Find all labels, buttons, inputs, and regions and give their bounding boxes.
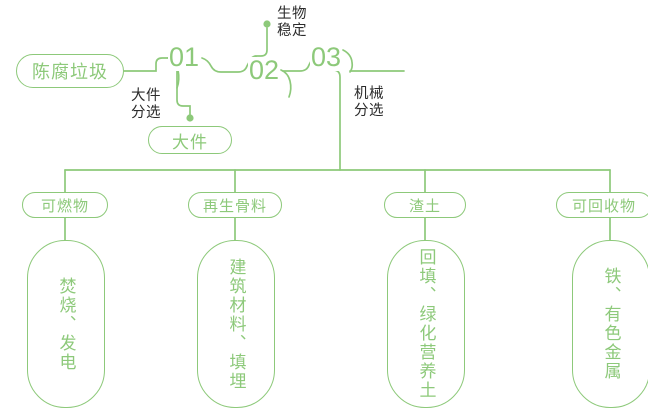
outcome-box-4[interactable]: 铁、有色金属: [572, 240, 648, 408]
outcome-box-1-text: 焚烧、发电: [56, 276, 76, 372]
input-node[interactable]: 陈腐垃圾: [16, 54, 124, 88]
outcome-box-1[interactable]: 焚烧、发电: [27, 240, 105, 408]
wire-input-to-01: [123, 57, 169, 72]
stage-number-03[interactable]: 03: [310, 42, 343, 72]
stage-number-01[interactable]: 01: [168, 42, 201, 72]
outcome-box-3[interactable]: 回填、绿化营养土: [387, 240, 465, 408]
outcome-box-2[interactable]: 建筑材料、填埋: [197, 240, 275, 408]
dot-bulky-branch: [186, 114, 194, 122]
side-output-label: 大件: [172, 132, 208, 152]
wire-03-to-bus: [310, 61, 341, 171]
outcome-box-3-text: 回填、绿化营养土: [416, 248, 436, 400]
dot-bio-branch: [263, 20, 271, 28]
category-pill-1[interactable]: 可燃物: [22, 192, 108, 218]
wire-01-to-bulky: [176, 59, 191, 116]
input-node-label: 陈腐垃圾: [32, 62, 108, 82]
note-stage-02: 生物 稳定: [277, 6, 307, 39]
stage-number-02[interactable]: 02: [248, 55, 281, 85]
stage-number-03-text: 03: [311, 42, 342, 72]
category-pill-2-label: 再生骨料: [202, 197, 267, 215]
note-stage-03: 机械 分选: [354, 86, 384, 119]
category-pill-3-label: 渣土: [408, 197, 441, 215]
arc-03-right: [342, 49, 354, 73]
category-pill-4-label: 可回收物: [571, 197, 636, 215]
outcome-box-2-text: 建筑材料、填埋: [226, 257, 246, 391]
category-pill-2[interactable]: 再生骨料: [188, 192, 282, 218]
category-pill-4[interactable]: 可回收物: [556, 192, 648, 218]
stage-number-02-text: 02: [249, 55, 280, 85]
side-output-node[interactable]: 大件: [148, 126, 232, 154]
arc-02-right: [280, 69, 292, 98]
category-pill-1-label: 可燃物: [40, 197, 89, 215]
category-pill-3[interactable]: 渣土: [384, 192, 466, 218]
note-stage-01: 大件 分选: [131, 88, 161, 121]
stage-number-01-text: 01: [169, 42, 200, 72]
outcome-box-4-text: 铁、有色金属: [601, 267, 621, 381]
